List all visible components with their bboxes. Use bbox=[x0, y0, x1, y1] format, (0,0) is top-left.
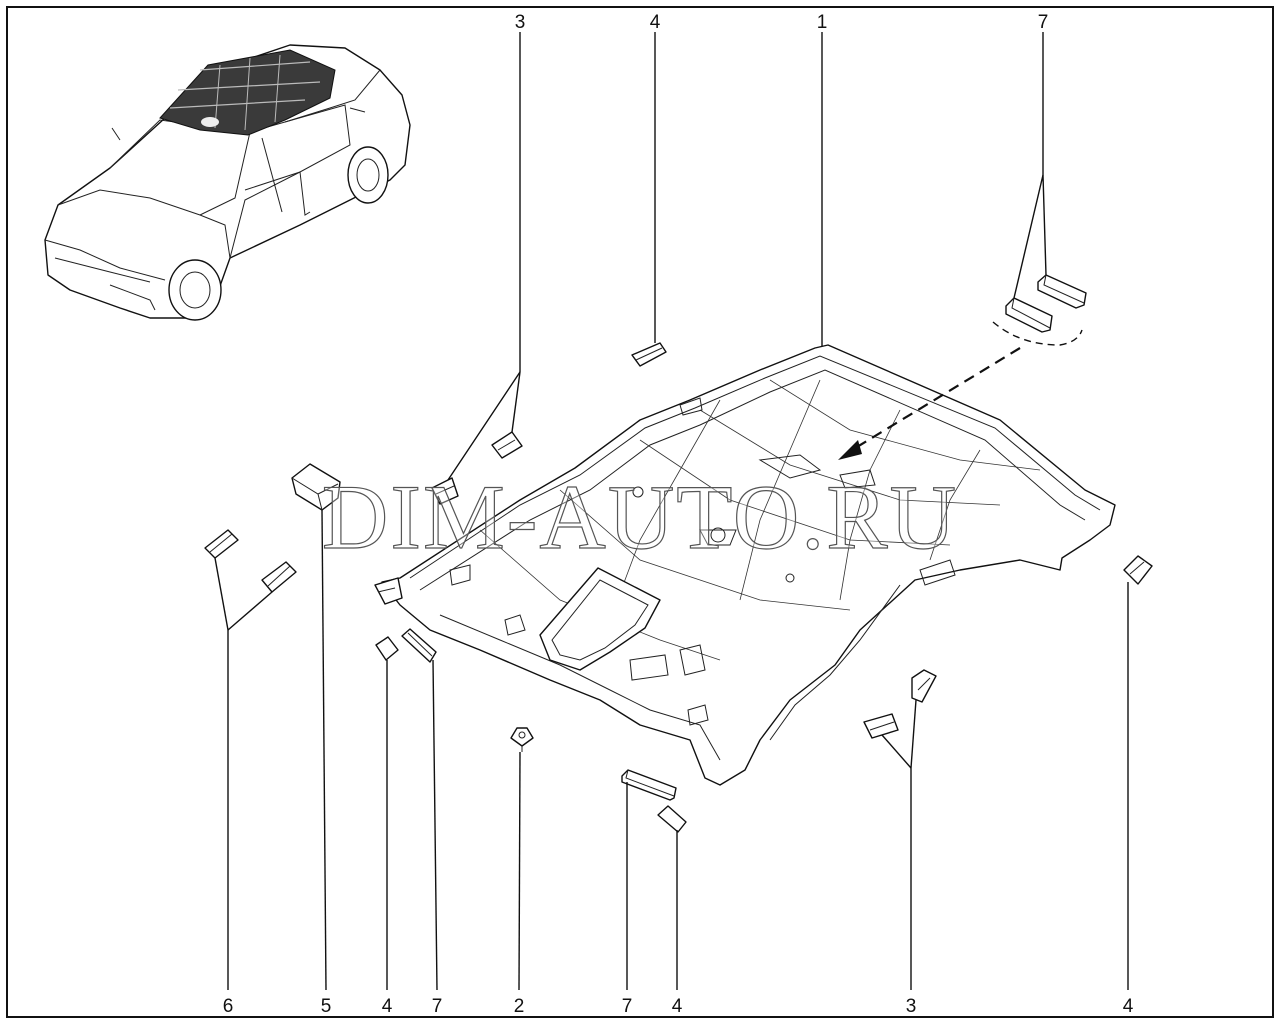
callout-bottom-5: 5 bbox=[321, 996, 332, 1017]
part-clip-4-left bbox=[375, 636, 399, 661]
callout-top-3: 3 bbox=[515, 12, 526, 33]
callout-bottom-4c: 4 bbox=[1123, 996, 1134, 1017]
diagram-frame bbox=[6, 6, 1274, 1018]
callout-top-4: 4 bbox=[650, 12, 661, 33]
headliner-panel bbox=[374, 344, 1116, 786]
callout-bottom-4b: 4 bbox=[672, 996, 683, 1017]
part-fastener-2 bbox=[510, 727, 534, 752]
part-strip-7-bottom bbox=[621, 769, 677, 801]
callout-top-1: 1 bbox=[817, 12, 828, 33]
callout-bottom-7a: 7 bbox=[432, 996, 443, 1017]
part-pad-7-top bbox=[992, 274, 1087, 346]
watermark-text: DIM-AUTO.RU bbox=[322, 466, 958, 568]
part-block-5 bbox=[291, 463, 341, 511]
callout-bottom-3: 3 bbox=[906, 996, 917, 1017]
part-bracket-3-lower bbox=[863, 669, 937, 739]
callout-bottom-4a: 4 bbox=[382, 996, 393, 1017]
part-clip-4-top bbox=[631, 342, 667, 367]
car-thumbnail bbox=[44, 44, 411, 321]
callout-bottom-7b: 7 bbox=[622, 996, 633, 1017]
part-pad-6 bbox=[204, 529, 297, 593]
part-strip-7-left bbox=[401, 628, 437, 663]
callout-bottom-6: 6 bbox=[223, 996, 234, 1017]
part-bracket-3-upper bbox=[431, 431, 523, 505]
callout-bottom-2: 2 bbox=[514, 996, 525, 1017]
leader-lines bbox=[214, 32, 1129, 991]
callout-top-7: 7 bbox=[1038, 12, 1049, 33]
part-clip-4-right bbox=[1123, 555, 1153, 585]
assembly-arrow bbox=[838, 347, 1021, 460]
callout-labels: 3 4 1 7 6 5 4 7 2 7 4 3 4 bbox=[223, 12, 1134, 1017]
part-clip-4-bottom bbox=[657, 805, 687, 833]
